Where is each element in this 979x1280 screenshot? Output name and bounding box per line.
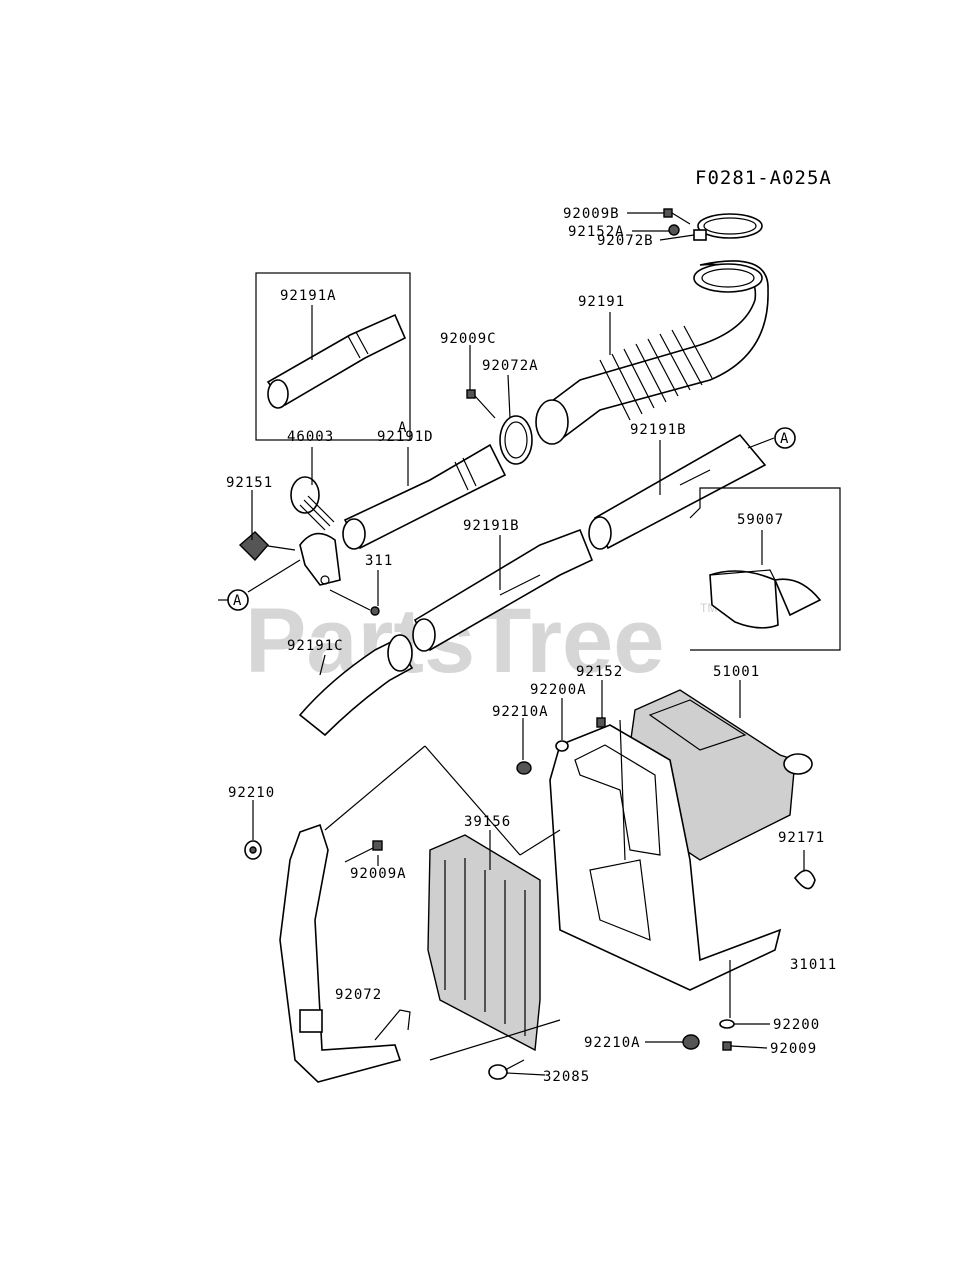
shoulder-strap-92072[interactable] bbox=[279, 823, 411, 1083]
handle-clamp[interactable] bbox=[299, 532, 341, 586]
callout-92210A-top: 92210A bbox=[492, 704, 549, 720]
band-clamp-92072B[interactable] bbox=[693, 213, 763, 241]
callout-92210A-bottom: 92210A bbox=[584, 1035, 641, 1051]
callout-92191B-top: 92191B bbox=[630, 422, 687, 438]
nut-92152A[interactable] bbox=[668, 224, 680, 236]
callout-92210: 92210 bbox=[228, 785, 275, 801]
washer-92210[interactable] bbox=[244, 840, 262, 860]
pipe-92191D[interactable] bbox=[342, 443, 507, 550]
nut-311[interactable] bbox=[370, 606, 380, 616]
figure-id: F0281-A025A bbox=[695, 167, 832, 189]
svg-text:A: A bbox=[233, 593, 242, 609]
knob-92151[interactable] bbox=[238, 531, 296, 562]
callout-92009C: 92009C bbox=[440, 331, 497, 347]
callout-46003: 46003 bbox=[287, 429, 334, 445]
callout-92191D: 92191D bbox=[377, 429, 434, 445]
screw-92009B[interactable] bbox=[663, 208, 691, 225]
callout-92191: 92191 bbox=[578, 294, 625, 310]
callout-92072: 92072 bbox=[335, 987, 382, 1003]
callout-32085: 32085 bbox=[543, 1069, 590, 1085]
pipe-92191A[interactable] bbox=[266, 313, 407, 409]
callout-92072B: 92072B bbox=[597, 233, 654, 249]
inset-ref: A bbox=[398, 420, 407, 436]
pipe-92191B-lower[interactable] bbox=[412, 528, 594, 652]
bolt-92009[interactable] bbox=[722, 1041, 732, 1051]
safety-glasses-59007[interactable] bbox=[709, 569, 822, 629]
clip-92171[interactable] bbox=[793, 869, 816, 890]
washer-92200[interactable] bbox=[719, 1019, 735, 1029]
callout-92191A: 92191A bbox=[280, 288, 337, 304]
callout-92171: 92171 bbox=[778, 830, 825, 846]
callout-92009B: 92009B bbox=[563, 206, 620, 222]
frame-31011[interactable] bbox=[549, 724, 782, 991]
callout-92152: 92152 bbox=[576, 664, 623, 680]
inset-box-a bbox=[255, 272, 411, 441]
back-pad-39156[interactable] bbox=[427, 834, 541, 1052]
glasses-box bbox=[689, 487, 841, 651]
callout-92009: 92009 bbox=[770, 1041, 817, 1057]
washer-92200A[interactable] bbox=[555, 740, 569, 752]
callout-39156: 39156 bbox=[464, 814, 511, 830]
callout-92191C: 92191C bbox=[287, 638, 344, 654]
ref-circle-left: A bbox=[227, 589, 249, 611]
screw-92009A[interactable] bbox=[344, 840, 383, 863]
callout-92009A: 92009A bbox=[350, 866, 407, 882]
pipe-92191B-upper[interactable] bbox=[588, 433, 767, 550]
grommet-92210A-top[interactable] bbox=[516, 761, 532, 775]
callout-51001: 51001 bbox=[713, 664, 760, 680]
band-clamp-92072A[interactable] bbox=[499, 415, 533, 465]
callout-59007: 59007 bbox=[737, 512, 784, 528]
svg-text:A: A bbox=[780, 431, 789, 447]
callout-92151: 92151 bbox=[226, 475, 273, 491]
nozzle-92191C[interactable] bbox=[298, 634, 414, 737]
nut-92152[interactable] bbox=[596, 717, 606, 728]
ref-circle-top: A bbox=[774, 427, 796, 449]
callout-311: 311 bbox=[365, 553, 393, 569]
callout-92152A: 92152A bbox=[568, 224, 625, 240]
callout-92200A: 92200A bbox=[530, 682, 587, 698]
callout-31011: 31011 bbox=[790, 957, 837, 973]
screw-92009C[interactable] bbox=[466, 389, 496, 419]
callout-92200: 92200 bbox=[773, 1017, 820, 1033]
leader-lines bbox=[218, 212, 805, 1076]
flex-hose-92191[interactable] bbox=[535, 260, 769, 445]
grommet-92210A-bottom[interactable] bbox=[682, 1034, 700, 1050]
callout-92191B-mid: 92191B bbox=[463, 518, 520, 534]
callout-92072A: 92072A bbox=[482, 358, 539, 374]
bolt-32085[interactable] bbox=[488, 1059, 525, 1080]
grip-46003[interactable] bbox=[290, 476, 335, 531]
